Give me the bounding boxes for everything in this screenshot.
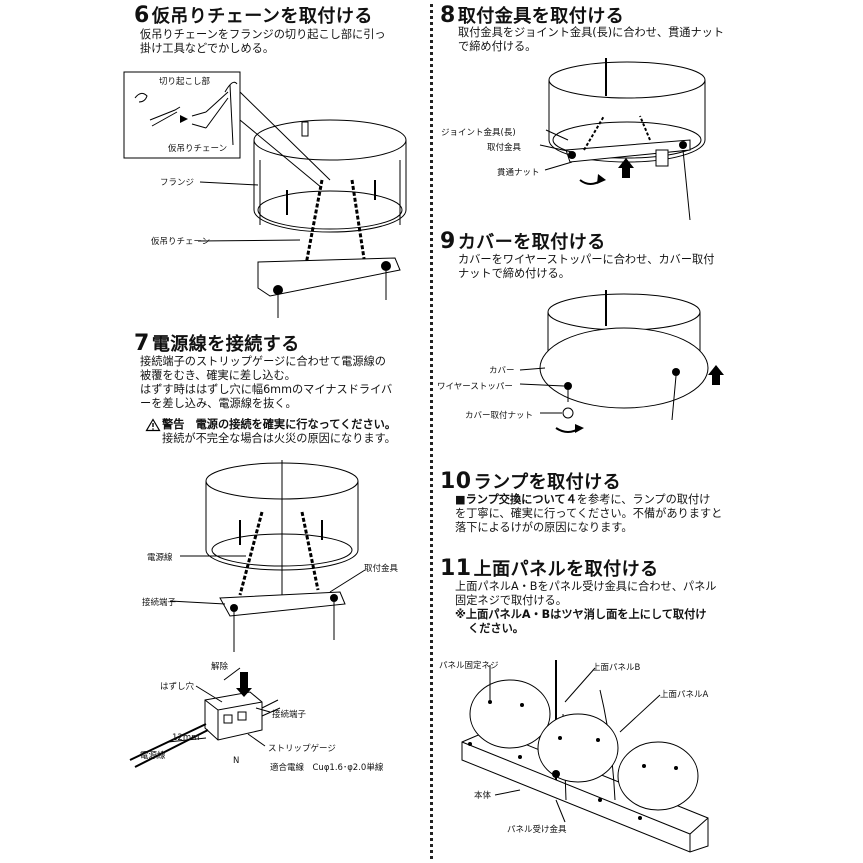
label-panel-b: 上面パネルB <box>592 663 641 673</box>
label-tekigou: 適合電線 Cuφ1.6･φ2.0単線 <box>270 763 384 773</box>
section-7-title: 電源線を接続する <box>151 334 300 355</box>
label-chain: 仮吊りチェーン <box>151 237 211 247</box>
section-6-text-2: 掛け工具などでかしめる。 <box>140 42 275 55</box>
label-kaijo: 解除 <box>211 662 229 672</box>
section-9-text-2: ナットで締め付ける。 <box>458 267 570 280</box>
label-hontai: 本体 <box>474 791 492 801</box>
label-kotei: パネル固定ネジ <box>439 661 499 671</box>
section-8-text-1: 取付金具をジョイント金具(長)に合わせ、貫通ナット <box>458 26 725 39</box>
warning-title: 警告 電源の接続を確実に行なってください。 <box>162 418 397 431</box>
section-10-text-1b: を参考に、ランプの取付け <box>576 493 711 506</box>
label-chain-inset: 仮吊りチェーン <box>168 144 228 154</box>
section-8-title: 取付金具を取付ける <box>457 6 625 27</box>
section-10-number: 10 <box>440 469 472 494</box>
section-11-note-2: ください。 <box>468 622 524 635</box>
label-hazushi: はずし穴 <box>160 682 195 692</box>
section-11-text-1: 上面パネルA・Bをパネル受け金具に合わせ、パネル <box>455 580 717 593</box>
column-divider <box>430 4 433 859</box>
label-kirioko: 切り起こし部 <box>159 77 211 87</box>
section-11-note-1: ※上面パネルA・Bはツヤ消し面を上にして取付け <box>455 608 707 621</box>
label-kantsu: 貫通ナット <box>497 168 540 178</box>
section-11-text-2: 固定ネジで取付ける。 <box>455 594 567 607</box>
section-6-text-1: 仮吊りチェーンをフランジの切り起こし部に引っ <box>140 28 386 41</box>
section-8-illustration <box>0 0 863 230</box>
label-12mm: 12mm <box>172 733 200 743</box>
section-9-text-1: カバーをワイヤーストッパーに合わせ、カバー取付 <box>458 253 715 266</box>
section-7-text-3: はずす時ははずし穴に幅6mmのマイナスドライバ <box>140 383 393 396</box>
section-10-text-1: ■ランプ交換について４を参考に、ランプの取付け <box>455 493 710 507</box>
section-7-illustration <box>0 0 430 863</box>
label-n: N <box>233 756 240 766</box>
section-10-ref: ■ランプ交換について４ <box>455 493 577 506</box>
section-8-number: 8 <box>440 3 456 28</box>
section-10-text-3: 落下によるけがの原因になります。 <box>455 521 633 534</box>
section-10-text-2: を丁寧に、確実に行ってください。不備がありますと <box>455 507 723 520</box>
section-10-title: ランプを取付ける <box>473 472 622 493</box>
section-8-text-2: で締め付ける。 <box>458 40 537 53</box>
label-flange: フランジ <box>160 178 195 188</box>
section-9-illustration <box>0 0 724 433</box>
section-7-text-2: 被覆をむき、確実に差し込む。 <box>140 369 296 382</box>
label-uke: パネル受け金具 <box>507 825 567 835</box>
label-strip: ストリップゲージ <box>268 744 336 754</box>
section-11-title: 上面パネルを取付ける <box>473 559 659 580</box>
warning-triangle-icon <box>146 419 160 431</box>
section-6-title: 仮吊りチェーンを取付ける <box>151 6 373 27</box>
label-nut: カバー取付ナット <box>465 411 534 421</box>
section-6-number: 6 <box>134 3 150 28</box>
label-dengen: 電源線 <box>147 553 173 563</box>
section-7-text-1: 接続端子のストリップゲージに合わせて電源線の <box>140 355 386 368</box>
section-9-number: 9 <box>440 229 456 254</box>
section-7-text-4: ーを差し込み、電源線を抜く。 <box>140 397 297 410</box>
label-toritsuke-8: 取付金具 <box>487 143 522 153</box>
label-setsuzoku2: 接続端子 <box>272 710 307 720</box>
section-6-illustration <box>0 0 430 318</box>
label-panel-a: 上面パネルA <box>660 690 709 700</box>
section-9-title: カバーを取付ける <box>457 232 606 253</box>
label-joint: ジョイント金具(長) <box>441 128 516 138</box>
section-11-number: 11 <box>440 556 472 581</box>
label-setsuzoku: 接続端子 <box>142 598 177 608</box>
label-toritsuke: 取付金具 <box>364 564 399 574</box>
label-wire: ワイヤーストッパー <box>437 382 513 392</box>
label-cover: カバー <box>489 366 515 376</box>
label-dengen2: 電源線 <box>140 751 166 761</box>
section-7-number: 7 <box>134 331 150 356</box>
warning-body: 接続が不完全な場合は火災の原因になります。 <box>162 432 396 445</box>
